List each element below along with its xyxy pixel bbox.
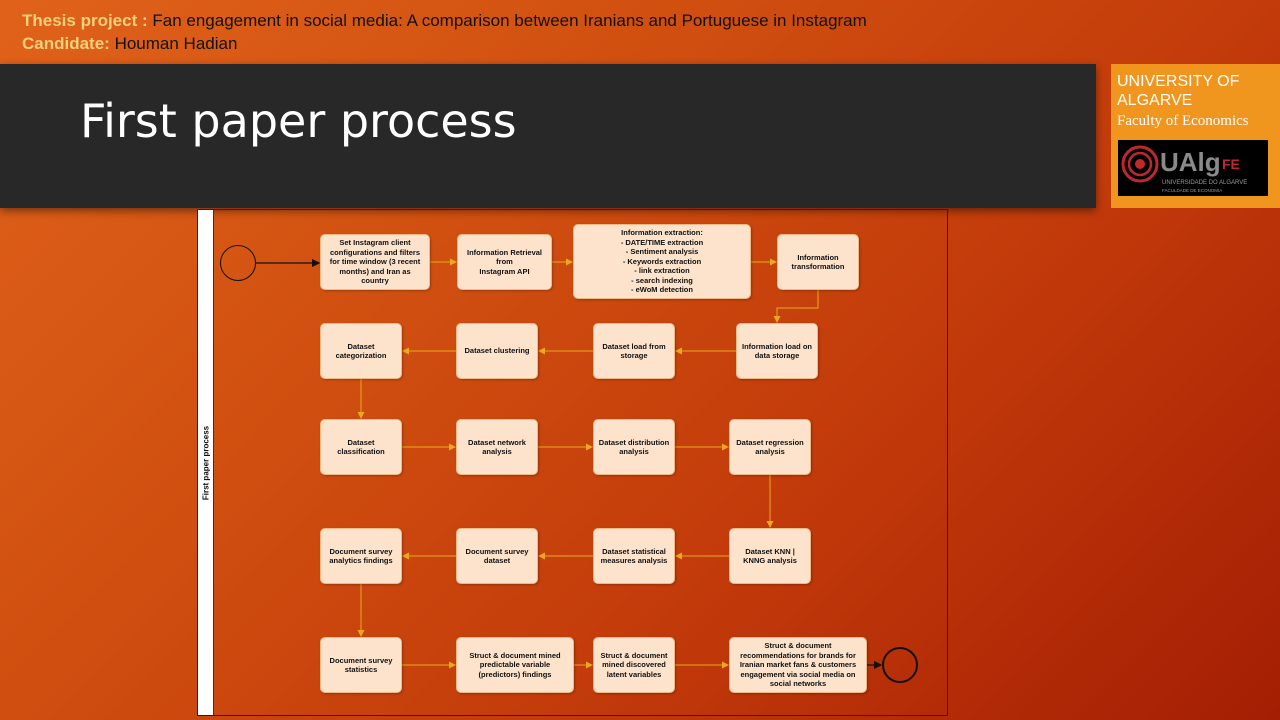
logo-text: UAlg	[1160, 147, 1221, 177]
university-logo: UAlg FE UNIVERSIDADE DO ALGARVE FACULDAD…	[1118, 140, 1268, 196]
process-node-set-client: Set Instagram client configurations and …	[320, 234, 430, 290]
process-node-dataset-categorization: Dataset categorization	[320, 323, 402, 379]
process-node-label: Dataset network analysis	[468, 437, 526, 457]
process-node-info-transformation: Information transformation	[777, 234, 859, 290]
process-node-latent-variables: Struct & document mined discovered laten…	[593, 637, 675, 693]
process-node-label: Information Retrieval from Instagram API	[466, 247, 542, 276]
process-node-dataset-clustering: Dataset clustering	[456, 323, 538, 379]
university-box: UNIVERSITY OF ALGARVE Faculty of Economi…	[1111, 64, 1280, 208]
start-event	[220, 245, 256, 281]
candidate-line: Candidate: Houman Hadian	[22, 34, 237, 54]
process-node-label: Struct & document mined discovered laten…	[600, 650, 668, 679]
process-node-survey-statistics: Document survey statistics	[320, 637, 402, 693]
process-node-info-retrieval: Information Retrieval from Instagram API	[457, 234, 552, 290]
logo-sub-1: UNIVERSIDADE DO ALGARVE	[1162, 180, 1247, 186]
process-node-label: Dataset clustering	[464, 346, 530, 356]
process-node-info-load: Information load on data storage	[736, 323, 818, 379]
process-node-label: Dataset statistical measures analysis	[600, 546, 668, 566]
process-node-dataset-distribution: Dataset distribution analysis	[593, 419, 675, 475]
title-band: First paper process	[0, 64, 1096, 208]
process-node-label: Set Instagram client configurations and …	[329, 238, 421, 286]
process-node-dataset-statistical: Dataset statistical measures analysis	[593, 528, 675, 584]
sequence-flow-arrow	[773, 290, 819, 323]
process-node-label: Dataset classification	[337, 437, 385, 457]
faculty-name: Faculty of Economics	[1117, 113, 1249, 129]
process-node-label: Document survey dataset	[465, 546, 529, 566]
slide-title: First paper process	[80, 94, 517, 148]
process-node-label: Information extraction: - DATE/TIME extr…	[620, 228, 704, 295]
process-node-label: Dataset categorization	[335, 341, 387, 361]
process-node-dataset-knn: Dataset KNN | KNNG analysis	[729, 528, 811, 584]
process-node-label: Information load on data storage	[742, 341, 812, 361]
process-node-survey-findings: Document survey analytics findings	[320, 528, 402, 584]
ualg-logo-icon: UAlg FE UNIVERSIDADE DO ALGARVE FACULDAD…	[1121, 145, 1247, 193]
swimlane-label: First paper process	[201, 425, 210, 500]
process-node-label: Dataset KNN | KNNG analysis	[743, 546, 797, 566]
logo-sub-2: FACULDADE DE ECONOMIA	[1162, 188, 1222, 193]
process-node-survey-dataset: Document survey dataset	[456, 528, 538, 584]
thesis-project-line: Thesis project : Fan engagement in socia…	[22, 11, 867, 31]
swimlane-header: First paper process	[198, 210, 214, 715]
process-node-label: Document survey analytics findings	[329, 546, 393, 566]
logo-suffix: FE	[1222, 156, 1240, 172]
process-node-label: Dataset distribution analysis	[598, 437, 670, 457]
process-node-recommendations: Struct & document recommendations for br…	[729, 637, 867, 693]
process-node-label: Struct & document recommendations for br…	[739, 641, 857, 689]
end-event	[882, 647, 918, 683]
process-node-label: Information transformation	[791, 252, 845, 272]
process-node-predictable-variable: Struct & document mined predictable vari…	[456, 637, 574, 693]
process-node-dataset-network: Dataset network analysis	[456, 419, 538, 475]
process-node-label: Struct & document mined predictable vari…	[469, 650, 561, 679]
process-node-dataset-classification: Dataset classification	[320, 419, 402, 475]
process-node-dataset-regression: Dataset regression analysis	[729, 419, 811, 475]
thesis-project-label: Thesis project :	[22, 11, 148, 30]
university-name: UNIVERSITY OF ALGARVE	[1117, 73, 1240, 109]
process-node-label: Document survey statistics	[329, 655, 393, 675]
process-diagram: First paper process Set Instagram client…	[197, 209, 948, 716]
candidate-name: Houman Hadian	[109, 34, 238, 53]
candidate-label: Candidate:	[22, 34, 110, 53]
process-node-label: Dataset regression analysis	[736, 437, 804, 457]
thesis-project-title: Fan engagement in social media: A compar…	[147, 11, 867, 30]
process-node-label: Dataset load from storage	[602, 341, 666, 361]
process-node-dataset-load: Dataset load from storage	[593, 323, 675, 379]
process-node-info-extraction: Information extraction: - DATE/TIME extr…	[573, 224, 751, 299]
